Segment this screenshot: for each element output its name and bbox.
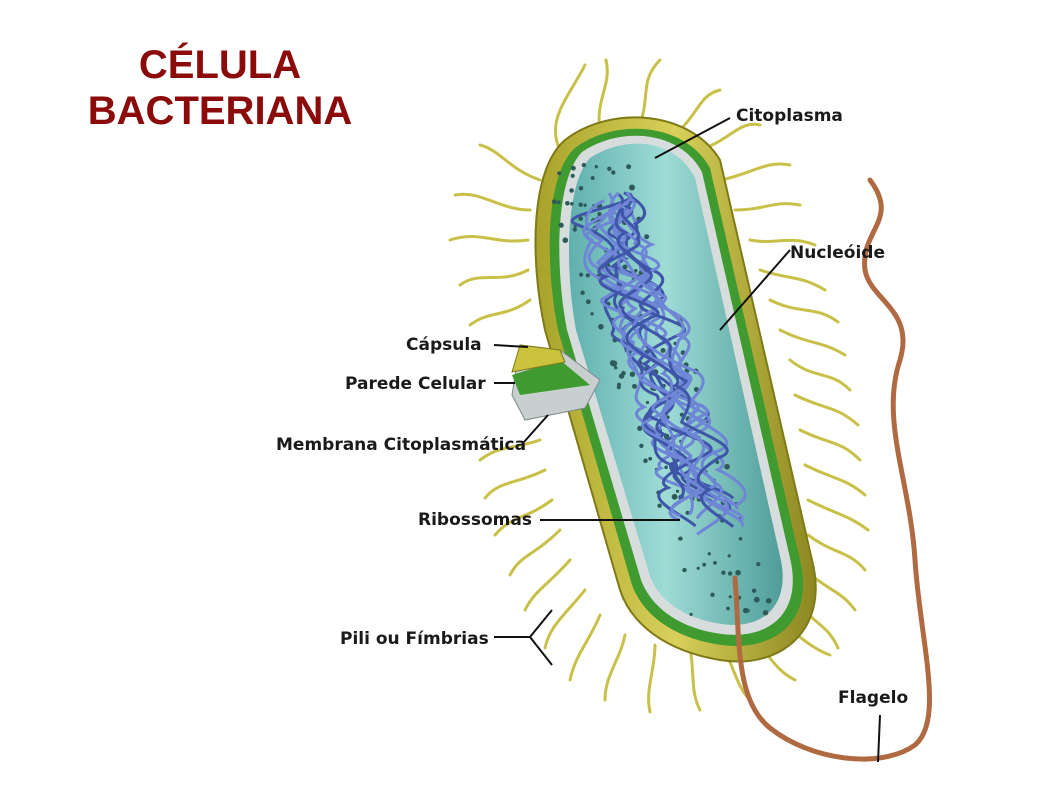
ribosome-dot	[580, 290, 585, 295]
ribosome-dot	[590, 312, 594, 316]
ribosome-dot	[583, 203, 587, 207]
ribosome-dot	[571, 165, 576, 171]
ribosome-dot	[735, 569, 741, 576]
ribosome-dot	[594, 165, 598, 169]
ribosome-dot	[644, 234, 650, 240]
ribosome-dot	[727, 554, 731, 558]
ribosome-dot	[633, 269, 638, 273]
nucleoid-strand	[608, 204, 730, 536]
diagram-title: CÉLULA BACTERIANA	[60, 42, 380, 134]
ribosome-dot	[607, 166, 612, 171]
ribosome-dot	[637, 425, 643, 431]
ribosome-dot	[657, 503, 662, 508]
ribosome-dot	[664, 465, 668, 470]
ribosome-dot	[738, 537, 743, 541]
ribosome-dot	[713, 561, 717, 565]
label-parede-celular: Parede Celular	[345, 374, 486, 394]
ribosome-dot	[696, 566, 700, 570]
ribosome-dot	[639, 443, 644, 448]
pili-group	[448, 58, 870, 714]
ribosome-dot	[578, 216, 583, 221]
ribosome-dot	[675, 489, 680, 493]
ribosome-dot	[765, 598, 772, 604]
ribosome-dot	[727, 571, 733, 576]
nucleoid-strand	[614, 193, 713, 528]
ribosome-dot	[710, 592, 715, 597]
ribosome-dot	[756, 562, 761, 567]
nucleoid-strand	[597, 207, 735, 528]
ribosome-dot	[578, 186, 584, 191]
ribosome-dot	[622, 264, 628, 270]
ribosome-dot	[648, 456, 653, 461]
label-citoplasma: Citoplasma	[736, 106, 843, 126]
ribosome-dot	[726, 606, 730, 611]
ribosome-dot	[614, 366, 618, 370]
ribosome-dot	[609, 360, 616, 367]
ribosome-dot	[572, 227, 577, 232]
ribosome-dot	[632, 383, 637, 389]
ribosome-dot	[728, 595, 732, 599]
label-flagelo: Flagelo	[838, 688, 908, 708]
ribosome-dot	[616, 382, 622, 387]
ribosome-dot	[682, 567, 687, 573]
ribosome-dot	[702, 562, 707, 567]
ribosome-dot	[645, 400, 650, 405]
label-ribossomas: Ribossomas	[418, 510, 532, 530]
nucleoid-strand	[607, 208, 744, 528]
ribosome-dot	[562, 237, 569, 243]
nucleoid-strand	[585, 199, 718, 518]
label-capsula: Cápsula	[406, 335, 482, 355]
ribosome-dot	[751, 588, 757, 593]
ribosome-dot	[629, 371, 636, 377]
ribosome-dot	[551, 199, 557, 205]
ribosome-dot	[557, 171, 562, 176]
ribosome-dot	[578, 202, 583, 207]
ribosome-dot	[590, 176, 595, 180]
ribosome-dot	[689, 612, 693, 617]
ribosome-dot	[556, 200, 561, 205]
ribosome-dot	[629, 184, 635, 191]
ribosome-dot	[721, 570, 726, 575]
ribosome-dot	[611, 170, 616, 175]
title-line-1: CÉLULA	[138, 43, 302, 87]
ribosome-dot	[570, 173, 575, 178]
ribosome-dot	[565, 201, 570, 206]
flagellum	[732, 177, 932, 762]
ribosome-dot	[581, 162, 587, 168]
ribosome-dot	[569, 188, 574, 193]
ribosome-dot	[626, 164, 632, 170]
ribosome-dot	[671, 493, 678, 500]
ribosome-dot	[597, 211, 602, 217]
ribosome-dot	[753, 596, 760, 603]
ribosome-dot	[724, 463, 730, 470]
nucleoid-strand	[582, 191, 706, 516]
ribosome-dot	[762, 610, 769, 616]
label-nucleoide: Nucleóide	[790, 243, 885, 263]
leader-lines	[493, 117, 881, 763]
ribosome-dot	[579, 272, 584, 277]
label-membrana-citoplasmatica: Membrana Citoplasmática	[276, 435, 526, 455]
ribosome-dot	[585, 299, 591, 305]
ribosome-dot	[585, 273, 590, 278]
ribosome-dot	[621, 370, 626, 376]
label-pili-fimbrias: Pili ou Fímbrias	[340, 629, 489, 649]
ribosome-dot	[558, 222, 564, 228]
ribosome-dot	[570, 202, 574, 206]
ribosome-dot	[746, 608, 750, 613]
ribosome-dot	[596, 205, 601, 209]
nucleoid-dna	[570, 191, 747, 536]
title-line-2: BACTERIANA	[87, 89, 353, 133]
ribosome-dot	[678, 536, 683, 541]
ribosome-dot	[643, 458, 648, 464]
ribosome-dot	[660, 348, 666, 353]
ribosome-dot	[598, 323, 604, 330]
ribosome-dot	[707, 552, 711, 556]
